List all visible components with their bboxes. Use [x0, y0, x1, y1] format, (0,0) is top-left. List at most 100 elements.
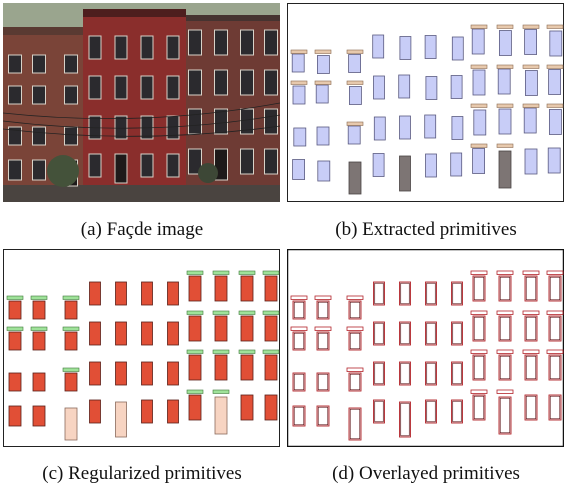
window-outline-extracted	[452, 362, 462, 385]
window-primitive	[214, 275, 228, 302]
window-outline-regularized	[316, 405, 330, 427]
panel-b-extracted-primitives	[287, 3, 564, 202]
photo-window	[264, 148, 278, 175]
sill-outline	[470, 270, 488, 275]
window-primitive	[32, 372, 46, 392]
sill-primitive	[546, 24, 564, 29]
window-primitive	[347, 125, 361, 145]
window-primitive	[32, 405, 46, 427]
tree	[47, 155, 79, 187]
window-primitive	[167, 321, 179, 346]
sill-primitive	[186, 310, 204, 315]
photo-window	[264, 69, 278, 96]
photo-window	[8, 85, 22, 105]
right-cornice	[186, 15, 280, 21]
photo-window	[140, 35, 154, 60]
window-outline-extracted	[349, 373, 361, 391]
window-outline-regularized	[292, 372, 306, 392]
sill-primitive	[496, 24, 514, 29]
sill-primitive	[290, 49, 308, 54]
sill-primitive	[346, 121, 364, 126]
middle-cornice	[83, 9, 186, 17]
window-outline-extracted	[499, 355, 511, 380]
window-primitive	[8, 300, 22, 320]
photo-window	[8, 54, 22, 74]
door-primitive	[498, 150, 512, 189]
window-outline-regularized	[425, 281, 437, 306]
window-primitive	[523, 107, 537, 134]
window-primitive	[8, 372, 22, 392]
window-outline-regularized	[548, 354, 562, 381]
window-primitive	[450, 75, 463, 99]
window-outline-extracted	[400, 362, 410, 385]
window-primitive	[398, 74, 411, 99]
door-primitive	[348, 161, 362, 195]
photo-window	[32, 54, 46, 74]
window-outline-extracted	[549, 276, 561, 301]
window-outline-regularized	[348, 331, 362, 351]
window-primitive	[316, 55, 330, 74]
window-outline-regularized	[316, 331, 330, 351]
photo-window	[188, 108, 202, 135]
sill-primitive	[238, 349, 256, 354]
window-primitive	[89, 281, 101, 306]
window-primitive	[373, 75, 385, 100]
window-outline-regularized	[348, 372, 362, 392]
window-primitive	[240, 275, 254, 302]
photo-window	[8, 126, 22, 146]
photo-window	[32, 159, 46, 181]
window-primitive	[549, 30, 563, 57]
window-primitive	[348, 54, 361, 73]
photo-window	[32, 126, 46, 146]
window-primitive	[240, 315, 254, 342]
window-primitive	[115, 321, 127, 346]
window-outline-regularized	[472, 275, 486, 302]
door-primitive	[115, 401, 127, 438]
window-primitive	[141, 361, 153, 386]
window-outline-regularized	[524, 394, 538, 421]
photo-window	[166, 35, 180, 60]
sill-outline	[314, 295, 332, 300]
window-primitive	[524, 70, 538, 96]
window-primitive	[8, 405, 22, 427]
tree	[198, 163, 218, 183]
sill-primitive	[62, 295, 80, 300]
window-primitive	[497, 68, 511, 95]
window-primitive	[524, 29, 538, 55]
window-primitive	[292, 159, 305, 180]
window-primitive	[425, 76, 438, 100]
sill-primitive	[212, 310, 230, 315]
window-outline-regularized	[348, 300, 362, 320]
window-primitive	[451, 116, 464, 140]
caption-d: (d) Overlayed primitives	[332, 463, 520, 484]
photo-window	[64, 85, 78, 105]
photo-window	[240, 29, 254, 56]
sill-primitive	[522, 103, 540, 108]
sill-primitive	[6, 295, 24, 300]
window-outline-extracted	[293, 332, 305, 350]
window-primitive	[315, 84, 329, 104]
window-outline-extracted	[473, 355, 485, 380]
sill-primitive	[186, 389, 204, 394]
window-outline-regularized	[373, 281, 385, 306]
sill-outline	[522, 270, 540, 275]
window-primitive	[264, 315, 278, 342]
window-primitive	[264, 354, 278, 381]
window-outline-extracted	[374, 400, 384, 423]
window-outline-regularized	[373, 399, 385, 424]
window-outline-regularized	[472, 354, 486, 381]
sill-primitive	[496, 103, 514, 108]
power-line	[3, 102, 280, 120]
photo-window	[114, 75, 128, 100]
sill-primitive	[262, 270, 280, 275]
window-outline-regularized	[316, 300, 330, 320]
window-outline-extracted	[317, 406, 329, 426]
photo-window	[32, 85, 46, 105]
sill-primitive	[346, 80, 364, 85]
window-primitive	[264, 394, 278, 421]
photo-window	[114, 35, 128, 60]
window-outline-extracted	[426, 282, 436, 305]
sill-primitive	[290, 80, 308, 85]
sill-outline	[470, 349, 488, 354]
window-primitive	[498, 30, 512, 56]
